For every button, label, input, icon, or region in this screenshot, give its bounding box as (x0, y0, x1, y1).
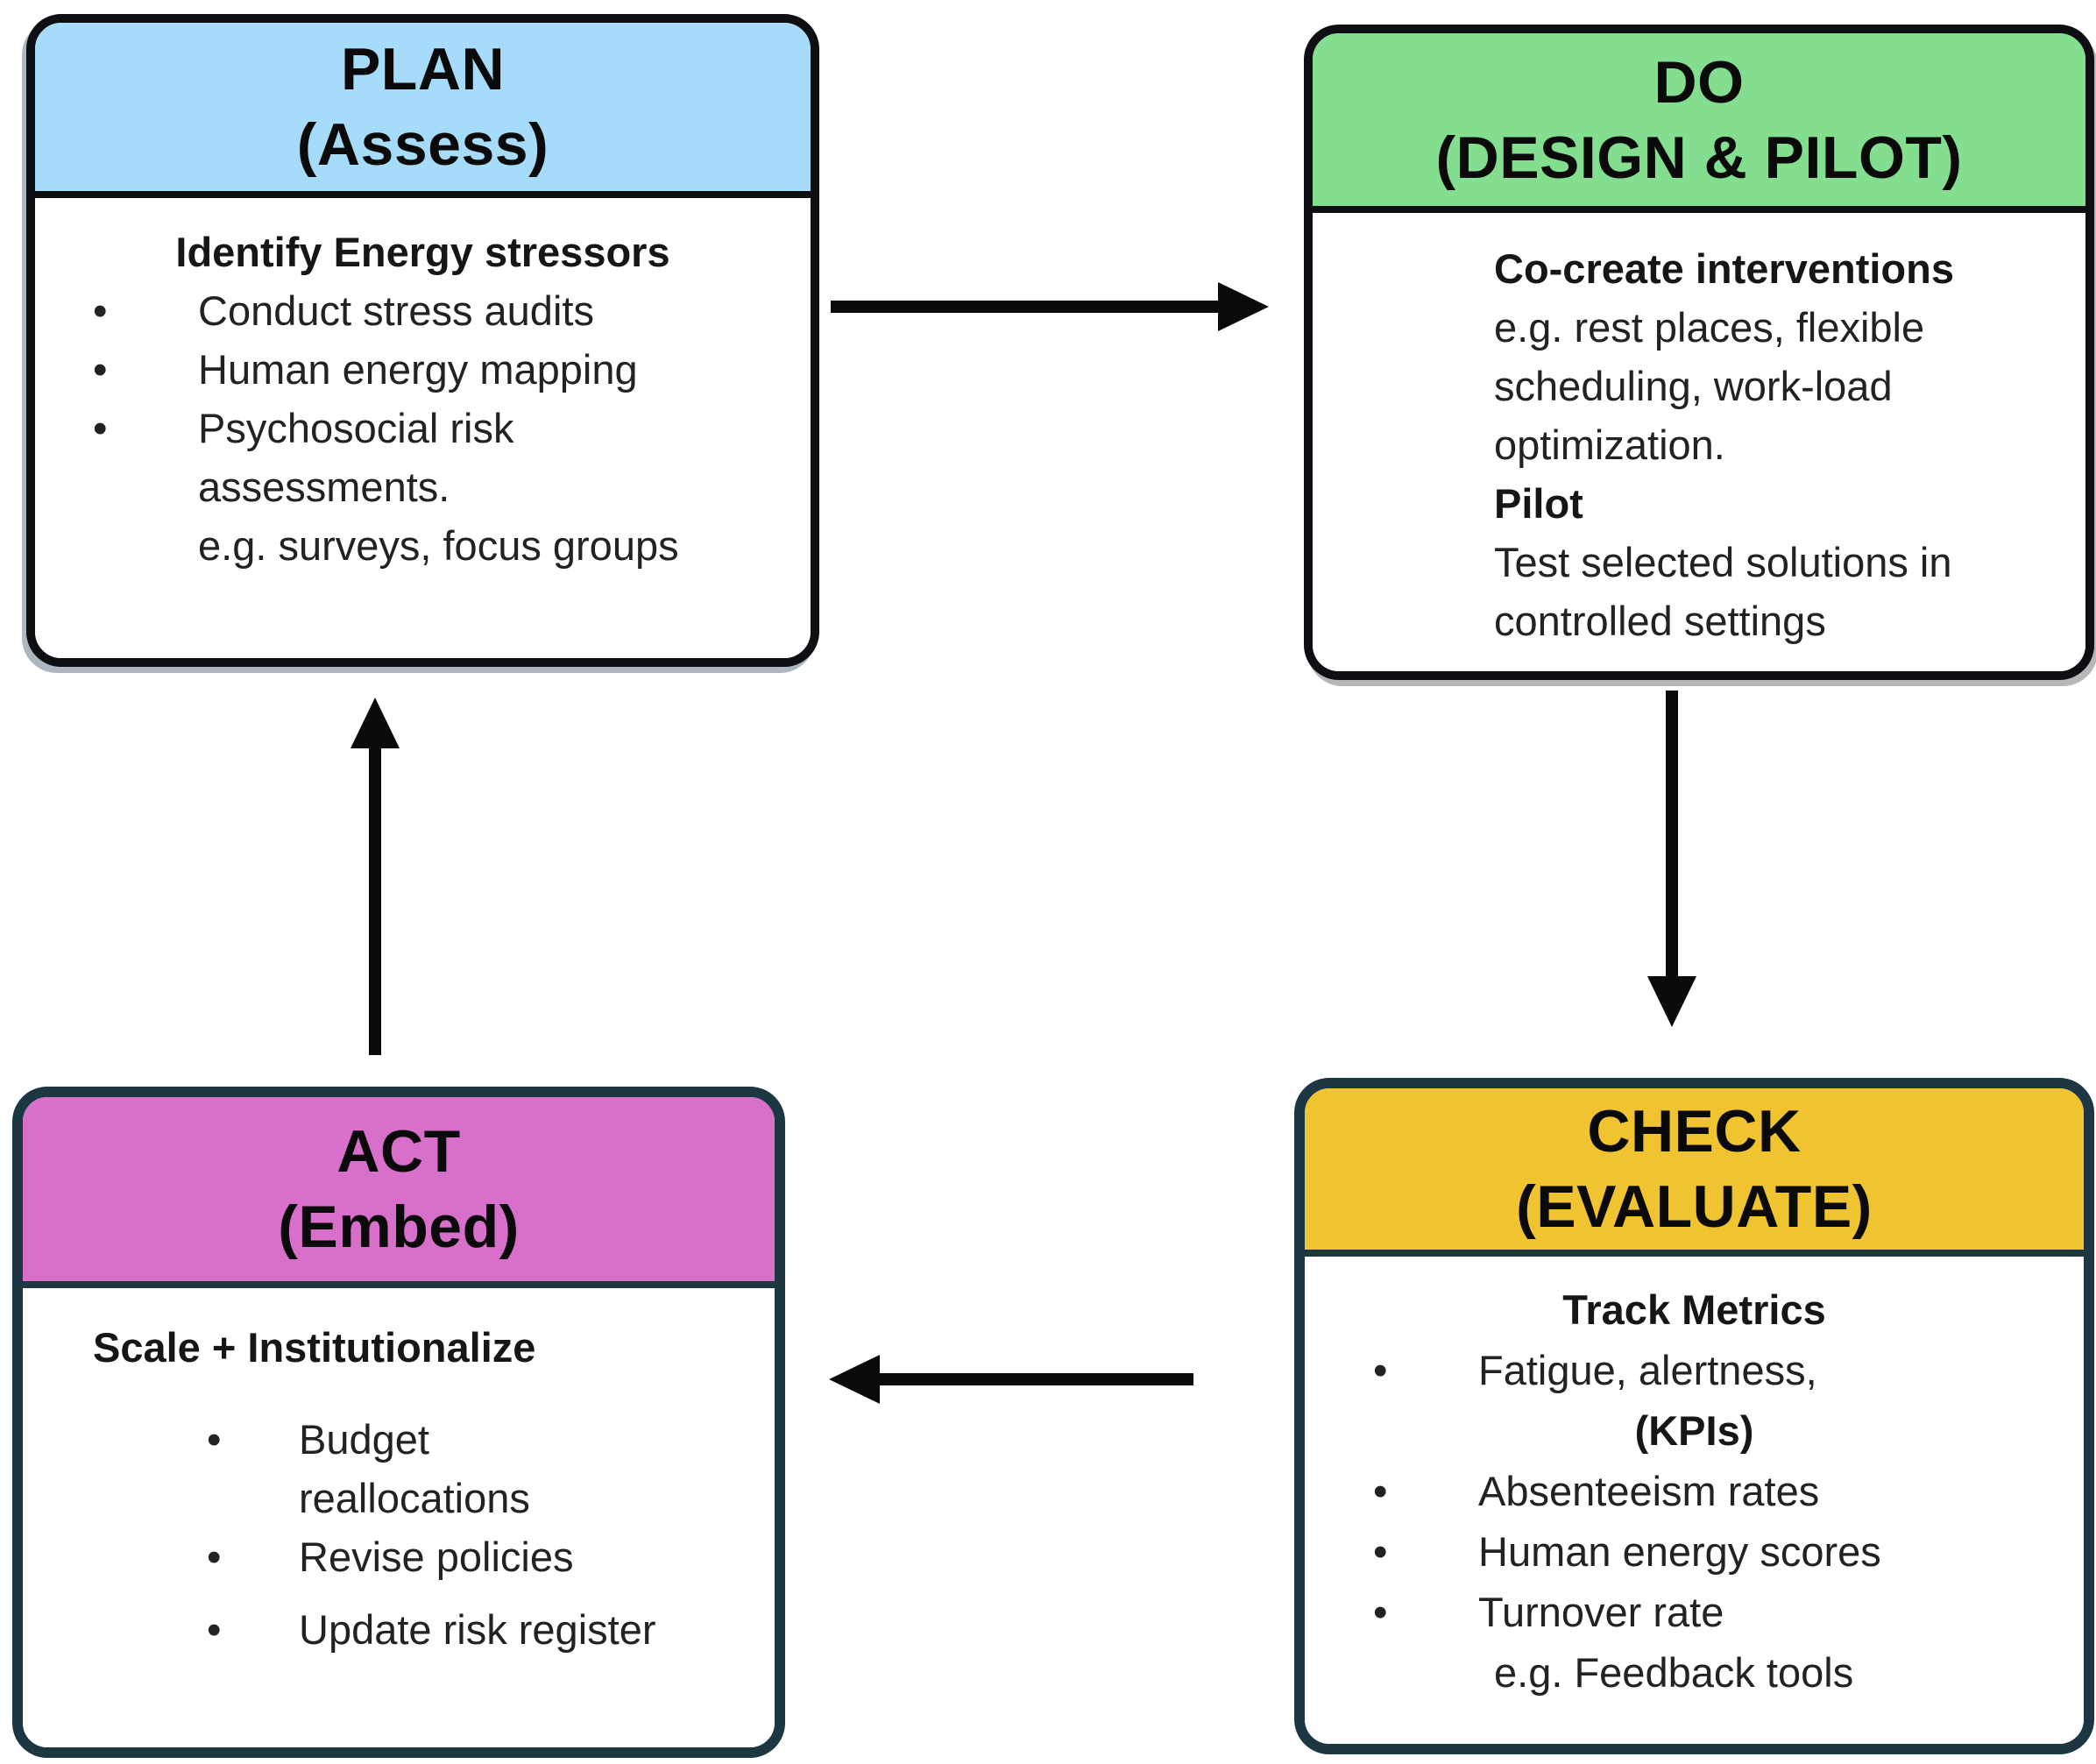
plan-box: PLAN (Assess) Identify Energy stressors … (26, 14, 819, 667)
list-item: • Fatigue, alertness, (1305, 1340, 2084, 1400)
plan-subtitle: (Assess) (296, 111, 549, 178)
list-item-text: Psychosocial risk assessments. e.g. surv… (198, 405, 679, 569)
list-item: • Absenteeism rates (1305, 1461, 2084, 1521)
list-item-text: Absenteeism rates (1478, 1468, 1820, 1514)
act-subtitle: (Embed) (278, 1194, 520, 1260)
bullet-marker: • (93, 287, 108, 334)
arrow-do-to-check-icon (1647, 691, 1696, 1027)
do-title: DO (1653, 48, 1745, 116)
check-body: Track Metrics • Fatigue, alertness, (KPI… (1305, 1257, 2084, 1744)
plan-header: PLAN (Assess) (35, 23, 811, 198)
list-item: • Psychosocial risk assessments. e.g. su… (35, 399, 811, 575)
list-item: • Conduct stress audits (35, 281, 811, 340)
check-kpis-label: (KPIs) (1634, 1407, 1754, 1454)
list-item: • Human energy mapping (35, 340, 811, 399)
bullet-marker: • (1373, 1589, 1388, 1635)
plan-title: PLAN (340, 36, 506, 103)
act-body-heading: Scale + Institutionalize (93, 1324, 536, 1371)
bullet-marker: • (93, 405, 108, 451)
bullet-marker: • (207, 1534, 222, 1580)
list-item-text: Human energy scores (1478, 1528, 1881, 1575)
check-subtitle: (EVALUATE) (1516, 1173, 1873, 1240)
do-body-text-1: e.g. rest places, flexible scheduling, w… (1494, 304, 1925, 468)
do-body-heading-2: Pilot (1494, 480, 1583, 527)
bullet-marker: • (1373, 1347, 1388, 1393)
bullet-marker: • (207, 1416, 222, 1463)
do-body: Co-create interventions e.g. rest places… (1313, 213, 2085, 671)
check-box: CHECK (EVALUATE) Track Metrics • Fatigue… (1294, 1078, 2094, 1754)
do-box: DO (DESIGN & PILOT) Co-create interventi… (1304, 25, 2094, 680)
list-item-text: Turnover rate (1478, 1589, 1724, 1635)
plan-body-heading: Identify Energy stressors (175, 229, 670, 275)
check-body-heading: Track Metrics (1562, 1286, 1826, 1333)
list-item: • Update risk register (23, 1600, 775, 1659)
arrow-plan-to-do-icon (831, 282, 1269, 331)
list-item: • Budget reallocations (23, 1410, 775, 1527)
do-subtitle: (DESIGN & PILOT) (1435, 124, 1963, 191)
do-header: DO (DESIGN & PILOT) (1313, 33, 2085, 213)
check-body-note: e.g. Feedback tools (1494, 1649, 1854, 1696)
list-item-text: Revise policies (299, 1534, 574, 1580)
arrow-act-to-plan-icon (351, 698, 400, 1055)
list-item: • Revise policies (23, 1527, 775, 1586)
do-body-heading-1: Co-create interventions (1494, 245, 1954, 292)
list-item-text: Conduct stress audits (198, 287, 594, 334)
list-item: • Turnover rate (1305, 1582, 2084, 1642)
act-box: ACT (Embed) Scale + Institutionalize • B… (12, 1087, 785, 1758)
act-title: ACT (336, 1118, 461, 1185)
list-item-text: Update risk register (299, 1606, 656, 1653)
list-item-text: Human energy mapping (198, 346, 638, 393)
list-item-text: Budget reallocations (299, 1416, 530, 1521)
bullet-marker: • (207, 1606, 222, 1653)
list-item: • Human energy scores (1305, 1521, 2084, 1582)
act-body: Scale + Institutionalize • Budget reallo… (23, 1288, 775, 1747)
list-item-text: Fatigue, alertness, (1478, 1347, 1817, 1393)
check-title: CHECK (1587, 1098, 1802, 1165)
bullet-marker: • (93, 346, 108, 393)
plan-body: Identify Energy stressors • Conduct stre… (35, 198, 811, 658)
arrow-check-to-act-icon (829, 1355, 1193, 1404)
act-header: ACT (Embed) (23, 1097, 775, 1288)
check-header: CHECK (EVALUATE) (1305, 1088, 2084, 1257)
bullet-marker: • (1373, 1468, 1388, 1514)
do-body-text-2: Test selected solutions in controlled se… (1494, 539, 1952, 644)
bullet-marker: • (1373, 1528, 1388, 1575)
